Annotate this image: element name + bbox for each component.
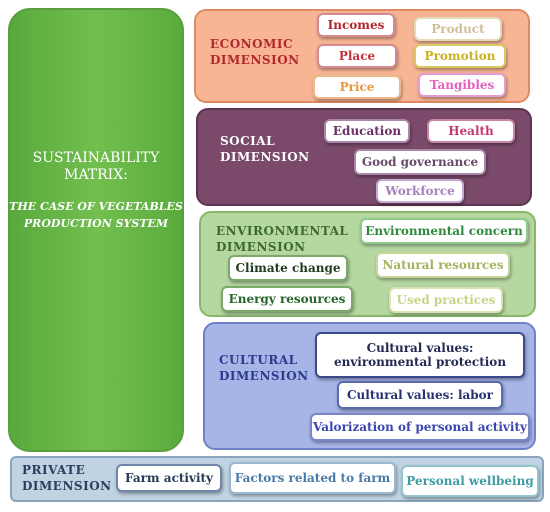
- social-item-health: Health: [427, 119, 515, 143]
- cultural-dimension-label: CULTURAL DIMENSION: [219, 353, 309, 383]
- social-item-workforce: Workforce: [376, 179, 464, 203]
- private-item-farm-activity: Farm activity: [116, 464, 222, 492]
- private-item-personal-wellbeing: Personal wellbeing: [401, 465, 539, 497]
- env-item-environmental-concern: Environmental concern: [360, 218, 528, 244]
- private-item-factors-related-to-farm: Factors related to farm: [229, 462, 396, 494]
- social-item-education: Education: [324, 119, 410, 143]
- sustainability-matrix-panel: [8, 8, 184, 452]
- env-item-natural-resources: Natural resources: [376, 252, 510, 278]
- econ-item-price: Price: [313, 75, 401, 99]
- env-item-climate-change: Climate change: [228, 255, 348, 281]
- econ-item-promotion: Promotion: [414, 44, 506, 68]
- env-item-energy-resources: Energy resources: [221, 286, 353, 312]
- matrix-subtitle: THE CASE OF VEGETABLES PRODUCTION SYSTEM: [9, 200, 183, 230]
- econ-item-incomes: Incomes: [317, 13, 395, 37]
- econ-item-tangibles: Tangibles: [418, 73, 506, 97]
- econ-item-place: Place: [317, 44, 397, 68]
- cult-item-valorization: Valorization of personal activity: [310, 413, 530, 441]
- economic-dimension-label: ECONOMIC DIMENSION: [210, 37, 300, 67]
- env-item-used-practices: Used practices: [389, 287, 503, 313]
- social-dimension-label: SOCIAL DIMENSION: [220, 134, 310, 164]
- econ-item-product: Product: [414, 17, 502, 41]
- private-dimension-label: PRIVATE DIMENSION: [22, 463, 112, 493]
- social-item-good-governance: Good governance: [354, 149, 486, 175]
- matrix-title: SUSTAINABILITY MATRIX:: [32, 150, 160, 183]
- environmental-dimension-label: ENVIRONMENTAL DIMENSION: [216, 224, 349, 254]
- cult-item-labor: Cultural values: labor: [337, 381, 503, 409]
- cult-item-environmental-protection: Cultural values: environmental protectio…: [315, 332, 525, 378]
